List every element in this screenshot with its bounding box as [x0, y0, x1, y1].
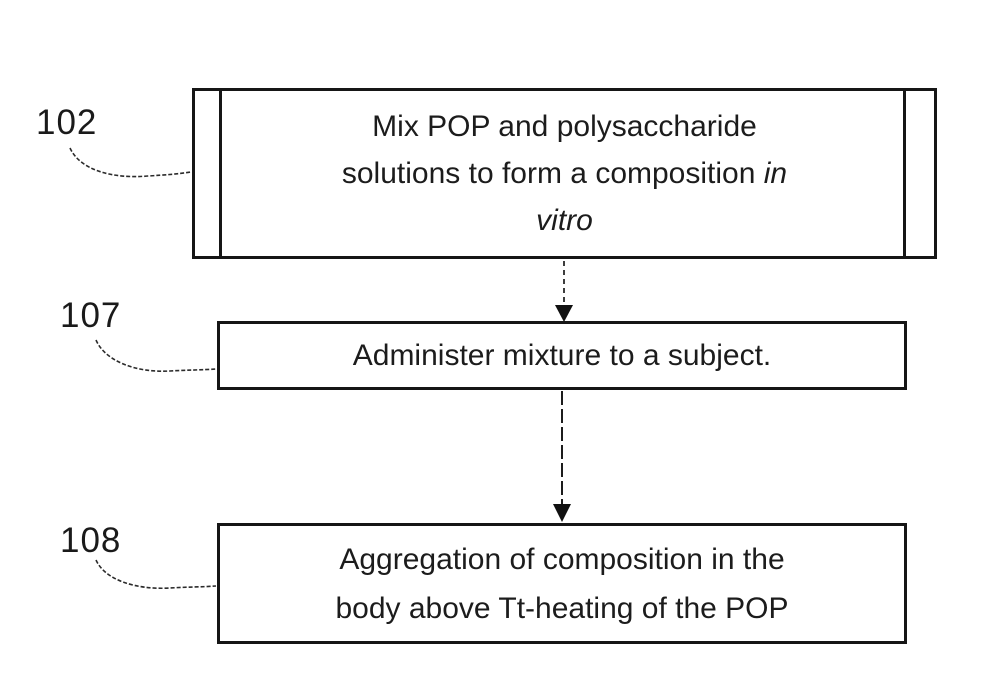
step-102-line1-text: Mix POP and polysaccharide	[372, 110, 757, 143]
arrowhead-step3	[553, 504, 571, 522]
leader-line-107	[95, 339, 217, 372]
step-102-text-line3: vitro	[536, 197, 593, 244]
predefined-process-left-bar	[219, 91, 222, 256]
step-108-text-line1: Aggregation of composition in the	[339, 542, 785, 576]
flowchart-step-108: Aggregation of composition in the body a…	[217, 523, 907, 644]
predefined-process-right-bar	[903, 91, 906, 256]
flowchart-step-107: Administer mixture to a subject.	[217, 321, 907, 390]
step-108-text-line2: body above Tt-heating of the POP	[335, 591, 789, 625]
arrowhead-step2	[555, 305, 573, 322]
flowchart-step-102: Mix POP and polysaccharide solutions to …	[192, 88, 937, 259]
step-107-text: Administer mixture to a subject.	[352, 339, 772, 372]
step-102-line2-normal-text: solutions to form a composition	[341, 157, 764, 190]
step-102-text-line2: solutions to form a composition in	[342, 150, 787, 197]
leader-line-102	[69, 147, 192, 178]
arrow-step1-to-step2	[555, 261, 573, 322]
leader-line-108	[95, 559, 217, 590]
ref-label-107: 107	[60, 296, 122, 335]
step-102-line3-italic-text: vitro	[536, 204, 593, 237]
step-102-text-line1: Mix POP and polysaccharide	[372, 103, 757, 150]
step-102-line2-italic-text: in	[763, 157, 788, 190]
arrow-step2-to-step3	[553, 391, 571, 522]
ref-label-102: 102	[36, 103, 98, 142]
ref-label-108: 108	[60, 521, 122, 560]
